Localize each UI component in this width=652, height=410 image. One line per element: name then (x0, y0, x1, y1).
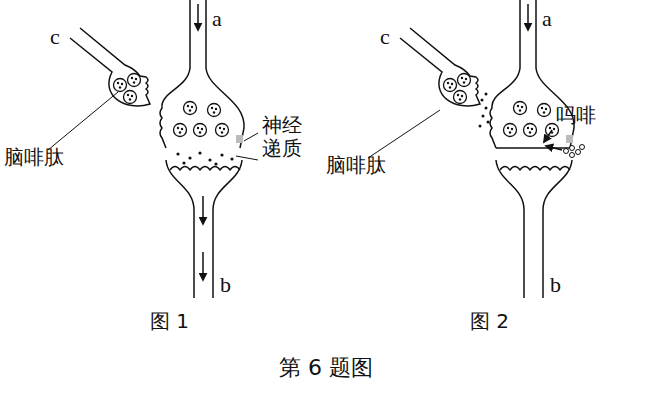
substance-label: 神经递质 (262, 114, 304, 160)
substance-label: 脑啡肽 (326, 154, 386, 177)
neuron-label: a (542, 6, 552, 31)
figure-label: 图 2 (470, 310, 509, 333)
substance-label: 吗啡 (556, 104, 596, 127)
neuron-label: b (220, 272, 231, 297)
figure-label: 图 1 (150, 310, 189, 333)
neuron-label: a (212, 6, 222, 31)
neuron-label: c (380, 24, 390, 49)
neuron-label: b (550, 272, 561, 297)
substance-label: 脑啡肽 (4, 146, 64, 169)
neuron-label: c (50, 24, 60, 49)
caption: 第 6 题图 (279, 355, 373, 380)
